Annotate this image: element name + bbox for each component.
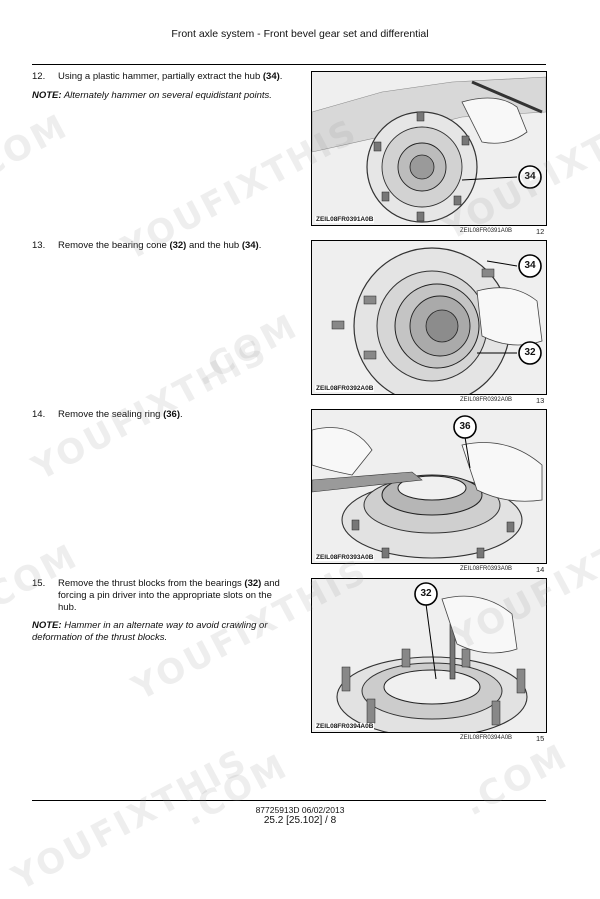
- step-text: .: [180, 409, 183, 420]
- header-rule: [32, 64, 546, 65]
- step-text: forcing a pin driver into the appropriat…: [58, 590, 272, 601]
- thrust-block-removal-illustration: [312, 579, 546, 732]
- figure-13: 34 32 ZEIL08FR0392A0B: [311, 240, 547, 395]
- callout-34: 34: [524, 260, 536, 271]
- step-number: 15.: [32, 578, 46, 589]
- callout-34: 34: [524, 171, 536, 182]
- page-header-title: Front axle system - Front bevel gear set…: [171, 28, 429, 40]
- step-text: Remove the thrust blocks from the bearin…: [58, 578, 245, 589]
- callout-36: 36: [459, 421, 471, 432]
- figure-number: 13: [536, 396, 545, 405]
- step-15: 15. Remove the thrust blocks from the bea…: [32, 578, 294, 614]
- step-text: Using a plastic hammer, partially extrac…: [58, 71, 263, 82]
- step-text: Remove the sealing ring: [58, 409, 164, 420]
- footer-page-number: 25.2 [25.102] / 8: [263, 815, 337, 826]
- bearing-cone-removal-illustration: [312, 241, 546, 394]
- callout-32: 32: [420, 588, 432, 599]
- note-label: NOTE:: [32, 620, 62, 631]
- step-number: 14.: [32, 409, 46, 420]
- note-15: NOTE: Hammer in an alternate way to avoi…: [32, 620, 294, 644]
- figure-code: ZEIL08FR0391A0B: [315, 216, 375, 223]
- note-text: Alternately hammer on several equidistan…: [61, 90, 272, 101]
- step-text: hub.: [58, 602, 77, 613]
- sealing-ring-removal-illustration: [312, 410, 546, 563]
- step-number: 13.: [32, 240, 46, 251]
- note-text: Hammer in an alternate way to avoid craw…: [61, 620, 268, 631]
- figure-caption: ZEIL08FR0391A0B: [460, 228, 513, 234]
- note-label: NOTE:: [32, 90, 62, 101]
- watermark: .COM: [0, 105, 76, 195]
- figure-caption: ZEIL08FR0392A0B: [460, 397, 513, 403]
- figure-14: 36 ZEIL08FR0393A0B: [311, 409, 547, 564]
- figure-number: 14: [536, 565, 545, 574]
- callout-32: 32: [524, 347, 536, 358]
- figure-code: ZEIL08FR0393A0B: [315, 554, 375, 561]
- part-ref: (36): [163, 409, 180, 420]
- part-ref: (32): [169, 240, 187, 251]
- part-ref: (32): [244, 578, 262, 589]
- step-text: and the hub: [186, 240, 242, 251]
- figure-code: ZEIL08FR0394A0B: [315, 723, 375, 730]
- step-text: and: [261, 578, 280, 589]
- note-12: NOTE: Alternately hammer on several equi…: [32, 90, 294, 102]
- figure-number: 12: [536, 227, 545, 236]
- step-13: 13. Remove the bearing cone (32) and the …: [32, 240, 294, 252]
- footer-doc-id: 87725913D 06/02/2013: [255, 805, 345, 815]
- step-12: 12. Using a plastic hammer, partially ext…: [32, 71, 294, 83]
- figure-15: 32 ZEIL08FR0394A0B: [311, 578, 547, 733]
- part-ref: (34): [241, 240, 259, 251]
- figure-number: 15: [536, 734, 545, 743]
- figure-12: 34 ZEIL08FR0391A0B: [311, 71, 547, 226]
- step-text: .: [279, 71, 283, 82]
- step-text: .: [258, 240, 262, 251]
- step-14: 14. Remove the sealing ring (36).: [32, 409, 294, 421]
- footer-rule: [32, 800, 546, 801]
- watermark: .COM: [187, 305, 306, 395]
- figure-code: ZEIL08FR0392A0B: [315, 385, 375, 392]
- hub-extraction-illustration: [312, 72, 546, 225]
- figure-caption: ZEIL08FR0393A0B: [460, 566, 513, 572]
- step-text: Remove the bearing cone: [58, 240, 170, 251]
- figure-caption: ZEIL08FR0394A0B: [460, 735, 513, 741]
- part-ref: (34): [262, 71, 280, 82]
- step-number: 12.: [32, 71, 46, 82]
- note-text: deformation of the thrust blocks.: [32, 632, 168, 643]
